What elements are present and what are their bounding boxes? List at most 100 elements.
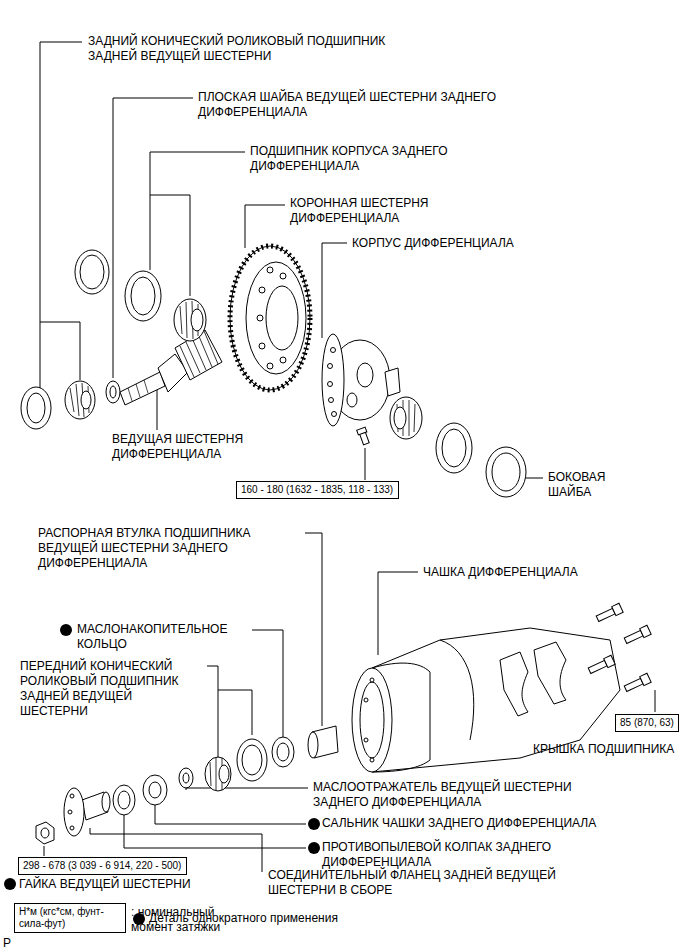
- leader-line: [378, 572, 418, 655]
- legend-text: Деталь однократного применения: [149, 911, 338, 926]
- part-drawing: [102, 792, 110, 812]
- part-label: ЗАДНИЙ КОНИЧЕСКИЙ РОЛИКОВЫЙ ПОДШИПНИК ЗА…: [88, 34, 403, 64]
- part-label: ПОДШИПНИК КОРПУСА ЗАДНЕГО ДИФФЕРЕНЦИАЛА: [250, 144, 490, 174]
- part-drawing: [357, 427, 371, 445]
- part-drawing: [623, 625, 651, 645]
- leader-line: [218, 690, 252, 735]
- part-drawing: [308, 732, 318, 758]
- part-name: КОРОННАЯ ШЕСТЕРНЯ ДИФФЕРЕНЦИАЛА: [290, 196, 429, 225]
- part-drawing: [328, 348, 337, 417]
- part-drawing: [65, 381, 95, 419]
- part-drawing: [259, 287, 265, 293]
- leader-line: [526, 478, 543, 479]
- part-drawing: [266, 286, 298, 350]
- part-name: МАСЛОНАКОПИТЕЛЬНОЕ КОЛЬЦО: [77, 622, 227, 651]
- leader-line: [150, 152, 245, 270]
- part-drawing: [364, 738, 368, 742]
- one-time-use-mark: [308, 842, 320, 854]
- part-drawing: [486, 447, 526, 497]
- part-drawing: [219, 765, 229, 783]
- leader-line: [124, 815, 306, 848]
- part-drawing: [131, 277, 155, 315]
- part-label: ЧАШКА ДИФФЕРЕНЦИАЛА: [423, 565, 623, 580]
- part-drawing: [624, 630, 643, 643]
- part-drawing: [267, 363, 273, 369]
- part-drawing: [360, 682, 384, 758]
- part-name: ПОДШИПНИК КОРПУСА ЗАДНЕГО ДИФФЕРЕНЦИАЛА: [250, 144, 447, 173]
- part-label: ГАЙКА ВЕДУЩЕЙ ШЕСТЕРНИ: [19, 877, 219, 892]
- leader-line: [365, 448, 366, 480]
- part-drawing: [624, 678, 643, 691]
- part-label: КОРПУС ДИФФЕРЕНЦИАЛА: [352, 236, 552, 251]
- part-drawing: [331, 348, 336, 353]
- part-drawing: [595, 603, 623, 623]
- leader-line: [157, 385, 158, 430]
- part-drawing: [604, 655, 615, 667]
- part-drawing: [596, 608, 615, 621]
- part-drawing: [205, 757, 231, 791]
- part-name: ПЛОСКАЯ ШАЙБА ВЕДУЩЕЙ ШЕСТЕРНИ ЗАДНЕГО Д…: [198, 90, 496, 119]
- part-drawing: [80, 255, 104, 289]
- one-time-use-mark: [308, 818, 320, 830]
- part-drawing: [41, 828, 49, 838]
- part-drawing: [500, 652, 528, 716]
- part-drawing: [21, 387, 51, 429]
- leader-line: [155, 805, 306, 824]
- part-drawing: [322, 334, 344, 426]
- part-drawing: [492, 453, 520, 491]
- part-drawing: [113, 785, 135, 815]
- leader-line: [305, 533, 322, 726]
- part-label: КРЫШКА ПОДШИПНИКА: [533, 742, 683, 757]
- part-drawing: [125, 271, 161, 321]
- part-drawing: [409, 400, 410, 436]
- part-drawing: [370, 678, 374, 682]
- part-name: БОКОВАЯ ШАЙБА: [548, 470, 606, 499]
- torque-box: 298 - 678 (3 039 - 6 914, 220 - 500): [18, 857, 187, 875]
- part-drawing: [120, 372, 165, 405]
- part-drawing: [27, 393, 45, 423]
- part-drawing: [198, 334, 212, 367]
- part-drawing: [534, 642, 566, 704]
- part-label: МАСЛОНАКОПИТЕЛЬНОЕ КОЛЬЦО: [77, 622, 249, 652]
- part-drawing: [370, 758, 374, 762]
- part-label: СОЕДИНИТЕЛЬНЫЙ ФЛАНЕЦ ЗАДНЕЙ ВЕДУЩЕЙ ШЕС…: [268, 868, 588, 898]
- part-label: КОРОННАЯ ШЕСТЕРНЯ ДИФФЕРЕНЦИАЛА: [290, 196, 470, 226]
- leader-line: [40, 322, 80, 380]
- part-label: ПРОТИВОПЫЛЕВОЙ КОЛПАК ЗАДНЕГО ДИФФЕРЕНЦИ…: [322, 840, 622, 870]
- part-drawing: [191, 309, 203, 331]
- part-name: РАСПОРНАЯ ВТУЛКА ПОДШИПНИКА ВЕДУЩЕЙ ШЕСТ…: [38, 526, 251, 570]
- leader-line: [252, 630, 283, 738]
- part-name: ПЕРЕДНИЙ КОНИЧЕСКИЙ РОЛИКОВЫЙ ПОДШИПНИК …: [20, 659, 179, 718]
- part-drawing: [347, 393, 357, 407]
- one-time-use-mark: [133, 913, 145, 925]
- part-drawing: [257, 267, 286, 369]
- part-drawing: [394, 407, 406, 429]
- part-drawing: [143, 775, 167, 805]
- part-name: СОЕДИНИТЕЛЬНЫЙ ФЛАНЕЦ ЗАДНЕЙ ВЕДУЩЕЙ ШЕС…: [268, 868, 556, 897]
- part-drawing: [186, 302, 187, 338]
- part-drawing: [149, 782, 161, 798]
- legend-item: Деталь однократного применения: [132, 911, 338, 926]
- torque-value: Н*м (кгс*см, фунт-сила-фут): [19, 906, 121, 930]
- part-drawing: [277, 743, 289, 761]
- part-drawing: [329, 398, 334, 403]
- part-drawing: [70, 826, 74, 830]
- part-drawing: [280, 273, 286, 279]
- part-drawing: [192, 338, 206, 370]
- part-name: ГАЙКА ВЕДУЩЕЙ ШЕСТЕРНИ: [19, 877, 191, 891]
- part-drawing: [70, 794, 74, 798]
- torque-box: 85 (870, 63): [615, 714, 679, 732]
- part-drawing: [216, 758, 217, 790]
- torque-value: 298 - 678 (3 039 - 6 914, 220 - 500): [23, 860, 182, 872]
- part-drawing: [623, 673, 651, 693]
- part-drawing: [136, 384, 140, 397]
- torque-value: 85 (870, 63): [620, 717, 674, 729]
- part-name: МАСЛООТРАЖАТЕЛЬ ВЕДУЩЕЙ ШЕСТЕРНИ ЗАДНЕГО…: [313, 780, 572, 809]
- part-drawing: [76, 384, 79, 416]
- part-drawing: [110, 386, 116, 398]
- part-label: ПЕРЕДНИЙ КОНИЧЕСКИЙ РОЛИКОВЫЙ ПОДШИПНИК …: [20, 659, 202, 719]
- part-name: ЗАДНИЙ КОНИЧЕСКИЙ РОЛИКОВЫЙ ПОДШИПНИК ЗА…: [88, 34, 385, 63]
- part-label: P: [3, 936, 23, 951]
- part-drawing: [440, 640, 474, 740]
- part-label: ПЛОСКАЯ ШАЙБА ВЕДУЩЕЙ ШЕСТЕРНИ ЗАДНЕГО Д…: [198, 90, 533, 120]
